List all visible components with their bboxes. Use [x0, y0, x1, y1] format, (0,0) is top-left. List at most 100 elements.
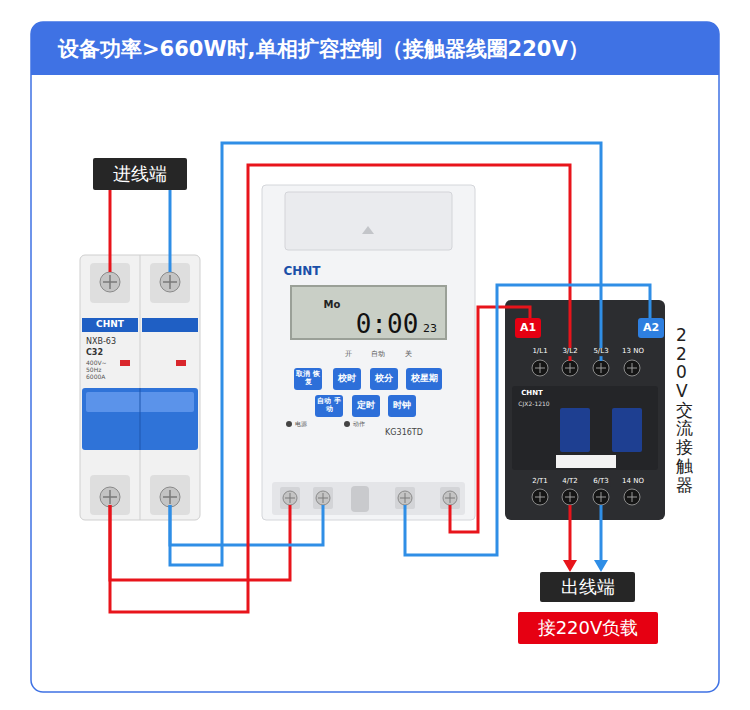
node-text: 自动 [371, 351, 385, 359]
wire [110, 165, 570, 612]
node-text: 3/L2 [561, 348, 578, 356]
screw-slot [565, 363, 575, 373]
terminal-screw [443, 491, 457, 505]
brand-strip [82, 318, 138, 332]
label-window [556, 455, 616, 468]
wire [594, 505, 608, 572]
node-text: 14 NO [621, 478, 645, 486]
node-text: 6000A [86, 374, 105, 381]
node-text: 开 [345, 351, 352, 359]
screw-slot [163, 490, 177, 504]
node-text: 5/L3 [592, 348, 609, 356]
status-indicator [120, 360, 130, 366]
terminal-screw [160, 272, 180, 292]
node-text: NXB-63 [86, 338, 116, 347]
breaker-handle [82, 388, 198, 450]
node-text: Mo [324, 299, 341, 310]
node-text: A1 [520, 322, 536, 334]
terminal-screw [100, 272, 120, 292]
load-tag: 接220V负载 [518, 612, 658, 644]
node-text: 校时 [338, 374, 356, 384]
wire [110, 505, 290, 580]
node-text: 13 NO [621, 348, 645, 356]
terminal-screw [398, 491, 412, 505]
wire-line [169, 190, 172, 272]
node-text: 动作 [353, 421, 365, 428]
terminal-screw [624, 489, 640, 505]
timer-cover [285, 192, 452, 250]
screw-slot [627, 363, 637, 373]
coil-terminal-tag: A1 [515, 318, 541, 338]
wire-line [600, 505, 603, 560]
screw-slot [103, 275, 117, 289]
wire-line [110, 165, 570, 612]
node-text: 出线端 [561, 577, 615, 597]
timer-body [262, 185, 475, 520]
coil-terminal-tag: A2 [638, 318, 664, 338]
brand-strip [142, 318, 198, 332]
screw-slot [400, 493, 410, 503]
timer-button: 校时 [333, 368, 361, 390]
terminal-tag: 出线端 [540, 572, 635, 602]
ac-contactor: 1/L13/L25/L313 NOCHNTCJX2-12102/T14/T26/… [505, 300, 665, 520]
mount-hole [351, 486, 369, 512]
node-text: 校分 [375, 374, 393, 384]
time-switch: CHNT开自动关电源动作KG316TDMo0:0023取消 恢复校时校分校星期自… [262, 185, 475, 520]
terminal-screw [562, 360, 578, 376]
contactor-block [612, 408, 642, 452]
screw-slot [627, 492, 637, 502]
terminal-screw [160, 487, 180, 507]
screw-slot [103, 490, 117, 504]
node-text: 接220V负载 [538, 618, 639, 638]
wire [170, 190, 171, 272]
terminal-screw [283, 491, 297, 505]
screw-slot [596, 492, 606, 502]
terminal-screw [562, 489, 578, 505]
node-text: 50Hz [86, 367, 101, 374]
terminal-screw [624, 360, 640, 376]
node-text: 时钟 [393, 401, 411, 411]
wire-line [110, 505, 290, 580]
wire [170, 143, 601, 565]
screw-slot [535, 492, 545, 502]
timer-button: 校星期 [406, 368, 442, 390]
node-text: 0:00 [356, 310, 419, 339]
screw-slot [285, 493, 295, 503]
screw-slot [565, 492, 575, 502]
node-text: 电源 [295, 421, 307, 428]
contactor-front [512, 386, 658, 470]
timer-button: 自动 手动 [315, 395, 343, 417]
terminal-screw [593, 360, 609, 376]
title-banner [31, 22, 719, 75]
timer-button: 校分 [370, 368, 398, 390]
contactor-block [560, 408, 590, 452]
node-text: 23 [423, 323, 437, 335]
panel-frame [31, 22, 719, 692]
arrow-head [563, 560, 577, 572]
screw-slot [445, 493, 455, 503]
node-text: CHNT [283, 265, 320, 278]
arrow-head [594, 560, 608, 572]
node-text: A2 [643, 322, 659, 334]
node-text: 定时 [357, 401, 375, 411]
cover-arrow [362, 226, 374, 234]
node-text: 自动 手动 [317, 398, 341, 413]
node-text: 关 [405, 351, 412, 359]
pole-divider [140, 255, 141, 520]
action-led [344, 421, 350, 427]
node-text: KG316TD [385, 429, 423, 438]
wire [450, 307, 530, 532]
node-text: 校星期 [411, 374, 438, 384]
terminal-strip [272, 482, 465, 515]
title-text: 设备功率>660W时,单相扩容控制（接触器线圈220V） [32, 22, 718, 75]
terminal-screw [532, 360, 548, 376]
device-caption: 220V交流接触器 [676, 326, 693, 494]
power-led [286, 421, 292, 427]
terminal-screw [593, 489, 609, 505]
terminal-screw [100, 487, 120, 507]
wire-line [170, 143, 601, 565]
lcd-display: Mo 0:00 23 [290, 285, 447, 340]
terminal-screw [532, 489, 548, 505]
status-indicator [176, 360, 186, 366]
node-text: C32 [86, 349, 103, 358]
